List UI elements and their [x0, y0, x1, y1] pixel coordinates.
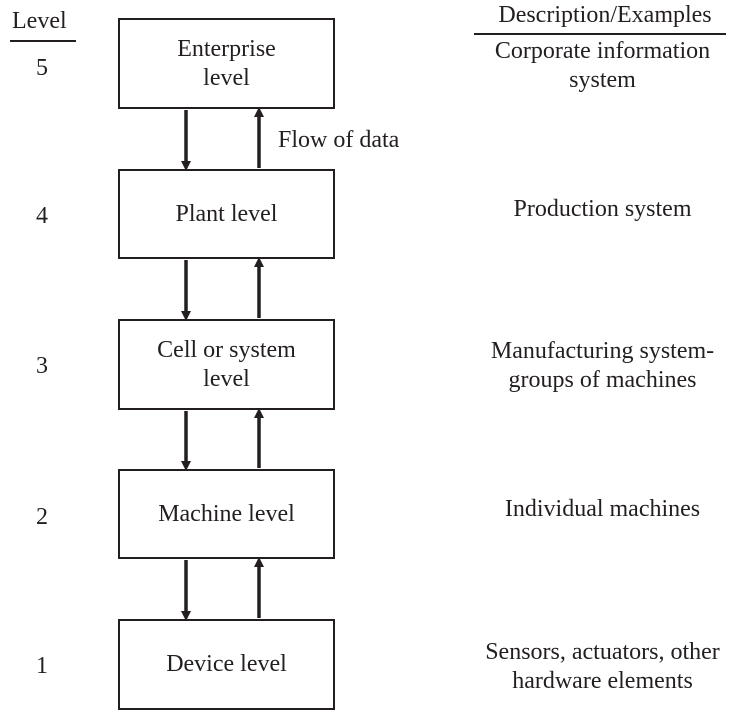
description-plant-text: Production system	[513, 196, 692, 222]
description-cell-system-text: Manufacturing system- groups of machines	[490, 338, 715, 393]
level-header-rule	[10, 40, 76, 42]
device-level-box: Device level	[118, 619, 335, 710]
description-machine: Individual machines	[455, 495, 740, 524]
plant-level-box: Plant level	[118, 169, 335, 259]
level-number-4: 4	[36, 203, 48, 229]
description-machine-text: Individual machines	[504, 496, 701, 522]
description-plant: Production system	[455, 195, 740, 224]
description-cell-system: Manufacturing system- groups of machines	[455, 337, 740, 395]
level-number-2: 2	[36, 504, 48, 530]
level-number-5: 5	[36, 55, 48, 81]
description-enterprise-text: Corporate information system	[494, 38, 711, 93]
description-enterprise: Corporate information system	[455, 37, 740, 95]
description-device: Sensors, actuators, other hardware eleme…	[455, 638, 740, 696]
flow-of-data-label: Flow of data	[278, 127, 400, 153]
machine-level-label: Machine level	[158, 500, 295, 527]
device-level-label: Device level	[166, 651, 287, 677]
description-column-header: Description/Examples	[498, 2, 712, 28]
description-header-rule	[474, 33, 726, 35]
level-number-3: 3	[36, 353, 48, 379]
plant-level-label: Plant level	[175, 200, 278, 227]
description-device-text: Sensors, actuators, other hardware eleme…	[485, 639, 720, 694]
level-column-header: Level	[12, 8, 67, 34]
level-number-1: 1	[36, 653, 48, 679]
cell-system-level-box: Cell or system level	[118, 319, 335, 410]
enterprise-level-label: Enterprise level	[177, 35, 276, 91]
machine-level-box: Machine level	[118, 469, 335, 559]
cell-system-level-label: Cell or system level	[157, 336, 296, 392]
enterprise-level-box: Enterprise level	[118, 18, 335, 109]
